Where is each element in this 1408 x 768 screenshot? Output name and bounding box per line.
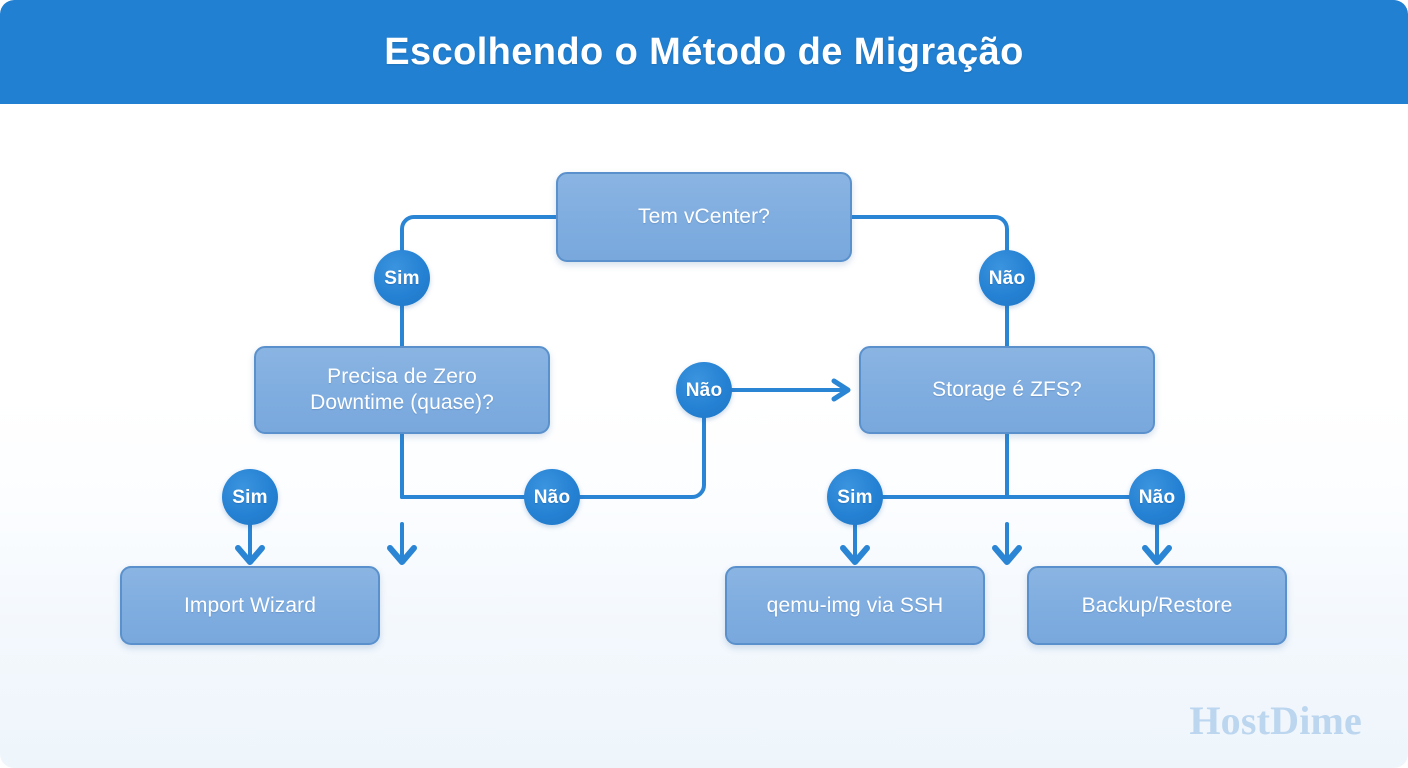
badge-label: Não (988, 267, 1026, 289)
node-import-wizard[interactable]: Import Wizard (120, 566, 380, 645)
badge-sim-vcenter[interactable]: Sim (374, 250, 430, 306)
badge-label: Não (1138, 486, 1176, 508)
header-bar: Escolhendo o Método de Migração (0, 0, 1408, 104)
node-tem-vcenter[interactable]: Tem vCenter? (556, 172, 852, 262)
badge-nao-middle[interactable]: Não (676, 362, 732, 418)
node-label: Backup/Restore (1081, 593, 1233, 617)
badge-sim-downtime[interactable]: Sim (222, 469, 278, 525)
node-backup-restore[interactable]: Backup/Restore (1027, 566, 1287, 645)
node-label: Tem vCenter? (638, 205, 770, 229)
arrowhead-into-qemu (840, 545, 870, 565)
arrowhead-into-zfs-top (992, 545, 1022, 565)
watermark-text: HostDime (1189, 698, 1362, 743)
arrowhead-into-zfs (831, 378, 851, 402)
badge-nao-vcenter[interactable]: Não (979, 250, 1035, 306)
hostdime-logo: HostDime (1189, 697, 1362, 744)
badge-label: Sim (837, 486, 873, 508)
badge-label: Não (685, 379, 723, 401)
badge-nao-zfs[interactable]: Não (1129, 469, 1185, 525)
node-label: Import Wizard (184, 593, 316, 617)
node-storage-zfs[interactable]: Storage é ZFS? (859, 346, 1155, 434)
badge-label: Sim (384, 267, 420, 289)
arrowhead-into-import (235, 545, 265, 565)
node-label: qemu-img via SSH (766, 593, 944, 617)
badge-label: Sim (232, 486, 268, 508)
badge-sim-zfs[interactable]: Sim (827, 469, 883, 525)
wire-nao-to-middle-badge (578, 416, 706, 499)
node-label: Precisa de Zero Downtime (quase)? (310, 365, 494, 414)
arrowhead-into-downtime (387, 545, 417, 565)
badge-nao-downtime[interactable]: Não (524, 469, 580, 525)
page-title: Escolhendo o Método de Migração (384, 30, 1024, 73)
badge-label: Não (533, 486, 571, 508)
arrowhead-into-backup (1142, 545, 1172, 565)
node-qemu-img-via-ssh[interactable]: qemu-img via SSH (725, 566, 985, 645)
node-label: Storage é ZFS? (932, 378, 1082, 402)
node-precisa-zero-downtime[interactable]: Precisa de Zero Downtime (quase)? (254, 346, 550, 434)
